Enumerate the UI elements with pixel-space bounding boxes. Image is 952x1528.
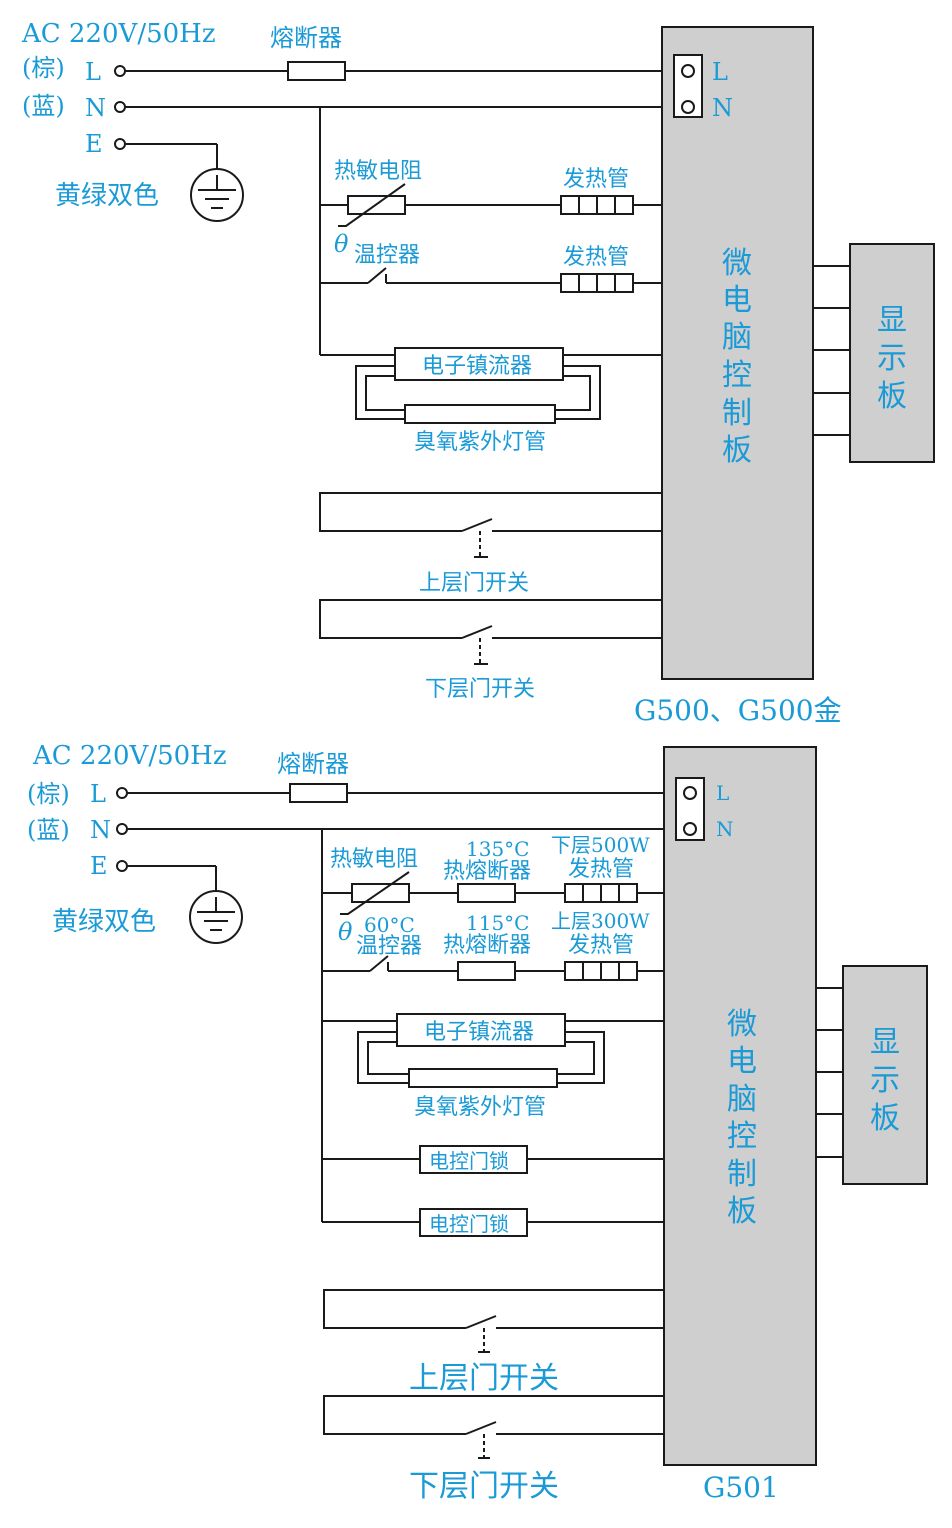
fuse-label: 熔断器 (270, 24, 342, 52)
ballast-label: 电子镇流器 (424, 1020, 534, 1045)
upper-switch-label: 上层门开关 (419, 571, 529, 596)
board-char: 控 (727, 1119, 757, 1154)
heater-upper-label: 发热管 (568, 933, 634, 958)
door-lock-2 (419, 1208, 528, 1237)
supply-label: AC 220V/50Hz (21, 19, 216, 49)
thermostat-contact (369, 955, 389, 972)
board-char: 板 (722, 433, 752, 468)
uv-lamp-label: 臭氧紫外灯管 (414, 430, 546, 455)
L-label: L (85, 58, 101, 86)
fuse-label: 熔断器 (277, 750, 349, 778)
door-lock-1 (419, 1145, 528, 1174)
thermistor (351, 883, 410, 903)
heater-lower-label: 发热管 (568, 857, 634, 882)
fuse (287, 61, 346, 81)
terminal-L (114, 65, 126, 77)
diagram-g500: AC 220V/50Hz (棕) L (蓝) N E 黄绿双色 熔断器 L N (21, 19, 935, 727)
board-char: 脑 (722, 320, 752, 355)
board-char: 制 (722, 396, 752, 431)
thermostat-temp: 60°C (364, 913, 415, 937)
display-char: 显 (870, 1025, 900, 1060)
control-board (661, 26, 814, 680)
heater1-label: 发热管 (563, 167, 629, 192)
ground-icon (190, 168, 244, 222)
brown-label: (棕) (22, 54, 65, 82)
board-L-label: L (716, 781, 729, 805)
uv-lamp (404, 404, 556, 424)
model-label: G500、G500金 (634, 694, 842, 727)
uv-lamp (408, 1068, 558, 1088)
ground-label: 黄绿双色 (52, 907, 156, 937)
E-label: E (90, 852, 108, 880)
thermal-fuse-115 (457, 961, 516, 981)
upper-door-switch (465, 1315, 497, 1329)
lower-switch-label: 下层门开关 (425, 677, 535, 702)
board-char: 电 (722, 283, 752, 318)
heater2-label: 发热管 (563, 245, 629, 270)
brown-label: (棕) (27, 780, 70, 808)
board-char: 电 (727, 1044, 757, 1079)
L-label: L (90, 780, 106, 808)
terminal-L (116, 787, 128, 799)
thermistor-label: 热敏电阻 (334, 159, 422, 184)
thermostat-contact (367, 267, 387, 284)
upper-door-switch (461, 518, 493, 532)
lower-door-switch (465, 1421, 497, 1435)
blue-label: (蓝) (27, 816, 70, 844)
blue-label: (蓝) (22, 92, 65, 120)
board-char: 制 (727, 1157, 757, 1192)
fuse (289, 783, 348, 803)
thermostat-label: 温控器 (354, 243, 420, 268)
N-label: N (85, 94, 106, 122)
display-char: 示 (877, 341, 907, 376)
tfuse115-temp: 115°C (466, 911, 529, 935)
E-label: E (85, 130, 103, 158)
tfuse115-label: 热熔断器 (443, 933, 531, 958)
control-board (663, 746, 817, 1466)
theta-symbol: θ (334, 230, 349, 258)
heater-lower-rating: 下层500W (551, 833, 650, 857)
lock1-label: 电控门锁 (429, 1149, 509, 1173)
display-char: 板 (870, 1101, 900, 1136)
tfuse135-label: 热熔断器 (443, 859, 531, 884)
heater-upper-rating: 上层300W (551, 909, 650, 933)
upper-switch-label: 上层门开关 (409, 1361, 559, 1396)
terminal-N (116, 823, 128, 835)
thermostat-label: 温控器 (356, 934, 422, 959)
lower-door-switch (461, 625, 493, 639)
board-char: 微 (727, 1007, 757, 1042)
ballast-label: 电子镇流器 (422, 354, 532, 379)
terminal-N (114, 101, 126, 113)
supply-label: AC 220V/50Hz (32, 741, 227, 771)
theta-symbol: θ (338, 918, 353, 946)
board-N-label: N (716, 817, 734, 841)
tfuse135-temp: 135°C (466, 837, 529, 861)
diagram-g501: AC 220V/50Hz (棕) L (蓝) N E 黄绿双色 熔断器 L N … (27, 741, 928, 1504)
board-char: 板 (727, 1194, 757, 1229)
lower-switch-label: 下层门开关 (409, 1469, 559, 1504)
ballast (394, 347, 564, 381)
ballast (396, 1013, 566, 1047)
board-char: 脑 (727, 1082, 757, 1117)
thermal-fuse-135 (457, 883, 516, 903)
display-char: 显 (877, 303, 907, 338)
terminal-E (116, 860, 128, 872)
display-char: 示 (870, 1063, 900, 1098)
board-char: 微 (722, 246, 752, 281)
uv-lamp-label: 臭氧紫外灯管 (414, 1095, 546, 1120)
display-board (849, 243, 935, 463)
ground-label: 黄绿双色 (55, 181, 159, 211)
model-label: G501 (703, 1471, 779, 1504)
board-char: 控 (722, 358, 752, 393)
lock2-label: 电控门锁 (429, 1212, 509, 1236)
board-N-label: N (712, 94, 733, 122)
thermistor-label: 热敏电阻 (330, 847, 418, 872)
ground-icon (189, 890, 243, 944)
board-L-label: L (712, 58, 728, 86)
display-char: 板 (877, 379, 907, 414)
terminal-E (114, 138, 126, 150)
display-board (842, 965, 928, 1185)
N-label: N (90, 816, 111, 844)
